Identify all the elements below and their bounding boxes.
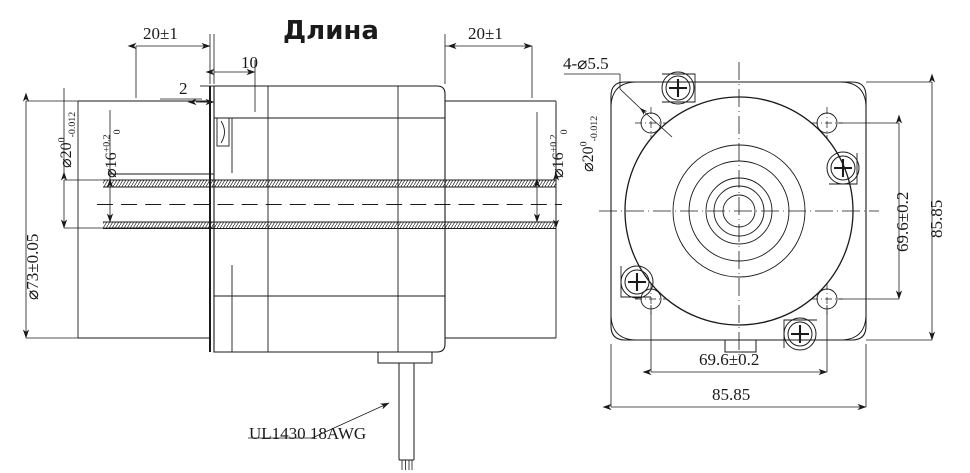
dim-rear-length: 20±1 <box>468 24 503 43</box>
shaft-lower-tol: 0 <box>112 129 124 135</box>
dim-body-height: 85.85 <box>927 199 946 238</box>
dim-shaft-diameter-right: ⌀16+0.20 <box>548 129 571 178</box>
dia-symbol: ⌀ <box>580 162 597 172</box>
dim-body-width: 85.85 <box>712 385 751 404</box>
pilot-upper-tol: 0 <box>56 137 68 143</box>
screw-heads <box>620 71 860 351</box>
dim-mounting-hole-callout: 4-⌀5.5 <box>563 54 609 73</box>
pilot-value: 20 <box>58 142 75 159</box>
shaft-upper-tol: +0.2 <box>101 134 113 153</box>
dim-front-flange-length: 20±1 <box>143 24 178 43</box>
dim-step-thickness: 2 <box>179 79 188 98</box>
dim-flange-diameter: ⌀73±0.05 <box>23 233 42 300</box>
dim-shaft-diameter-left: ⌀16+0.20 <box>101 129 124 178</box>
dia-symbol: ⌀ <box>58 158 75 168</box>
pilot-lower-tol: -0.012 <box>589 115 601 142</box>
dim-bolt-circle-horizontal: 69.6±0.2 <box>699 350 760 369</box>
dim-pilot-diameter-right: ⌀200-0.012 <box>578 115 601 172</box>
pilot-lower-tol: -0.012 <box>67 111 79 138</box>
shaft-lower-tol: 0 <box>559 129 571 135</box>
dim-bolt-circle-vertical: 69.6±0.2 <box>893 191 912 252</box>
shaft-value: 16 <box>103 152 120 169</box>
dia-symbol: ⌀ <box>103 168 120 178</box>
dim-flange-diameter-value: 73±0.05 <box>23 233 42 290</box>
cable-spec-label: UL1430 18AWG <box>249 424 367 443</box>
drawing-title: Длина <box>283 16 379 46</box>
pilot-upper-tol: 0 <box>578 141 590 147</box>
left-view-dimensions <box>22 34 560 339</box>
right-view-dimensions <box>602 73 936 411</box>
right-view-geometry <box>564 62 879 360</box>
pilot-value: 20 <box>580 146 597 163</box>
dia-symbol: ⌀ <box>23 289 42 300</box>
shaft-value: 16 <box>550 152 567 169</box>
dim-pilot-diameter-left: ⌀200-0.012 <box>56 111 79 168</box>
dia-symbol: ⌀ <box>550 168 567 178</box>
shaft-upper-tol: +0.2 <box>548 134 560 153</box>
dim-boss-length: 10 <box>241 53 258 72</box>
left-view-geometry <box>77 85 562 470</box>
